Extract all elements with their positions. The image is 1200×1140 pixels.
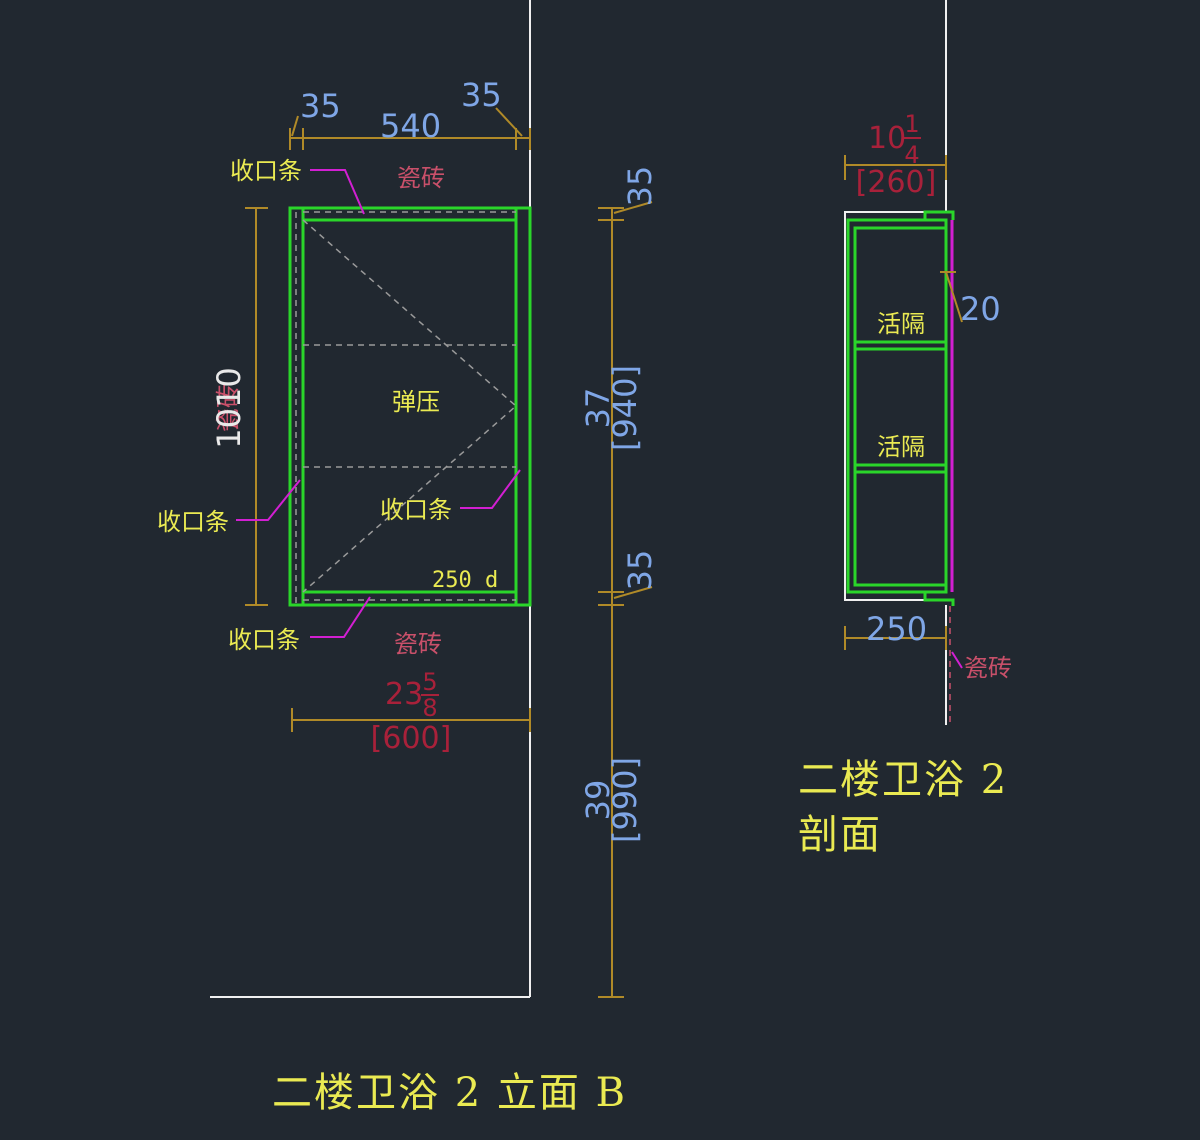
label-depth-note: 250 d [432, 568, 498, 593]
label-shelf-2: 活隔 [877, 433, 925, 461]
label-tile-section: 瓷砖 [964, 654, 1012, 682]
dim-bottom-gap: 35 [621, 550, 659, 591]
leader-trim-top [310, 169, 365, 215]
label-tile-bottom: 瓷砖 [394, 630, 442, 658]
elevation-view: 35 35 540 瓷砖 1010 35 37 [940] 35 39 [990… [157, 0, 659, 1116]
section-dim-top-numerator: 1 [904, 110, 919, 138]
dim-bottom-denominator: 8 [422, 694, 437, 722]
section-title-line1: 二楼卫浴 2 [798, 757, 1008, 803]
section-dim-side-leader [945, 271, 963, 323]
label-trim-inner: 收口条 [380, 496, 452, 524]
dim-width: 540 [380, 107, 441, 145]
bottom-trim-profile [923, 592, 955, 606]
dim-leader [291, 115, 299, 137]
label-trim-left: 收口条 [157, 508, 229, 536]
tile-label-left: 瓷砖 [214, 384, 242, 432]
dim-height: 1010 [210, 367, 248, 448]
dim-lower-fraction: 39 [579, 780, 617, 821]
section-dim-top-denominator: 4 [904, 141, 919, 169]
dim-leader [613, 586, 653, 599]
section-cabinet-outer [846, 218, 948, 594]
section-title-line2: 剖面 [798, 812, 882, 858]
dim-right-edge: 35 [461, 76, 502, 114]
section-view: 10 1 4 [260] 20 250 活隔 活隔 瓷砖 二楼卫浴 2 剖面 [798, 0, 1012, 858]
dim-mid-bracket: [940] [606, 365, 644, 451]
dim-leader [613, 201, 653, 214]
section-cabinet-inner [853, 226, 948, 587]
label-trim-bottom: 收口条 [228, 626, 300, 654]
label-tile-top: 瓷砖 [397, 164, 445, 192]
cabinet-outer [288, 206, 532, 607]
dim-mid-fraction: 37 [579, 388, 617, 429]
leader-trim-inner [460, 469, 521, 509]
dim-bottom-whole: 23 [385, 677, 423, 712]
leader-trim-bottom [310, 596, 371, 638]
dim-lower-bracket: [990] [606, 757, 644, 843]
dim-bottom-bracket: [600] [371, 721, 452, 756]
dim-leader [495, 107, 523, 137]
dim-bottom-numerator: 5 [422, 668, 437, 696]
elevation-title: 二楼卫浴 2 立面 B [272, 1070, 627, 1116]
top-trim-profile [923, 210, 955, 220]
section-dim-top-whole: 10 [868, 121, 906, 156]
section-outline [844, 211, 925, 601]
section-dim-top-bracket: [260] [856, 165, 937, 200]
label-trim-top: 收口条 [230, 157, 302, 185]
label-push-open: 弹压 [392, 388, 440, 416]
dim-top-gap: 35 [621, 166, 659, 207]
label-shelf-1: 活隔 [877, 310, 925, 338]
leader-tile [951, 651, 963, 669]
leader-trim-left [236, 479, 301, 521]
section-dim-side: 20 [960, 290, 1001, 328]
dim-left-edge: 35 [300, 87, 341, 125]
section-dim-depth: 250 [866, 610, 927, 648]
